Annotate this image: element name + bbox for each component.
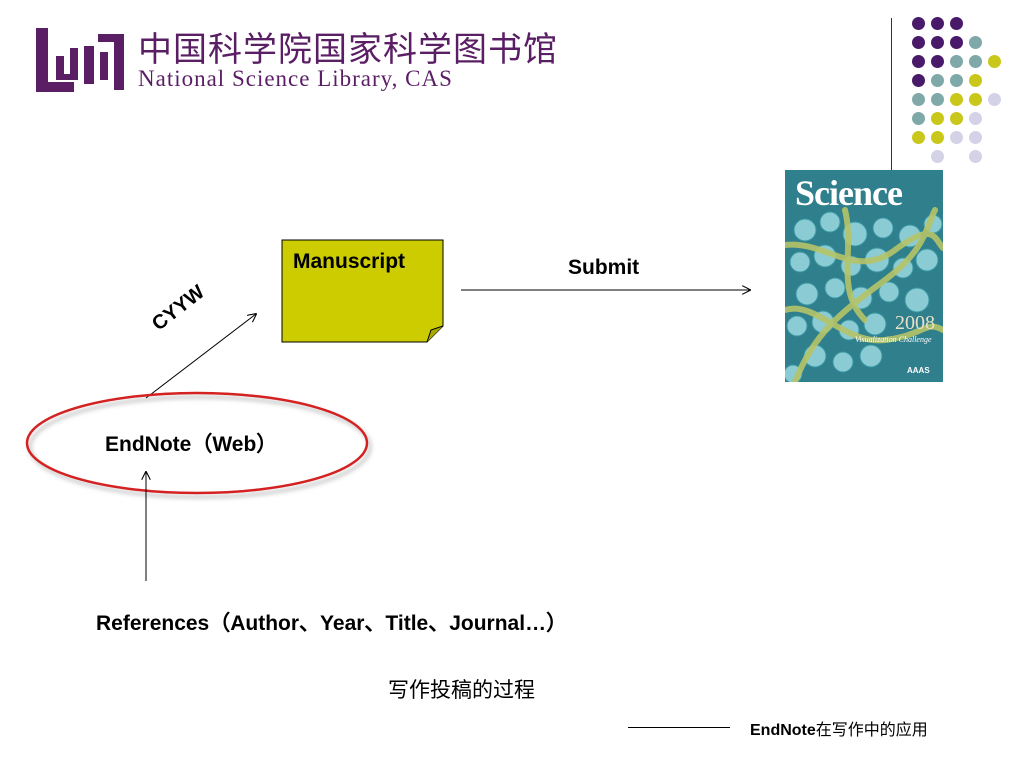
footer-title-rest: 在写作中的应用: [815, 722, 928, 739]
submit-label: Submit: [568, 256, 640, 279]
footer-rule: [628, 727, 730, 728]
footer-title: EndNote在写作中的应用: [750, 716, 928, 740]
manuscript-label: Manuscript: [293, 250, 406, 273]
footer-title-bold: EndNote: [750, 722, 816, 739]
cover-publisher: AAAS: [907, 366, 930, 375]
cover-artwork: [785, 170, 943, 382]
cover-subtitle: Visualization Challenge: [855, 335, 932, 344]
divider-line: [891, 18, 892, 172]
science-cover-image: Science 2008 Visualization Challenge AAA…: [785, 170, 943, 382]
cyyw-arrow: [145, 314, 256, 399]
endnote-label: EndNote（Web）: [105, 433, 278, 456]
decorative-dot-grid: [0, 0, 1024, 180]
nsl-logo-icon: [36, 28, 124, 92]
logo-english-title: National Science Library, CAS: [138, 66, 453, 91]
cover-year: 2008: [895, 312, 935, 334]
endnote-ellipse: [25, 391, 369, 495]
references-label: References（Author、Year、Title、Journal…）: [96, 612, 568, 635]
cover-title: Science: [795, 173, 903, 213]
process-caption: 写作投稿的过程: [388, 679, 535, 702]
logo-chinese-title: 中国科学院国家科学图书馆: [138, 30, 558, 70]
